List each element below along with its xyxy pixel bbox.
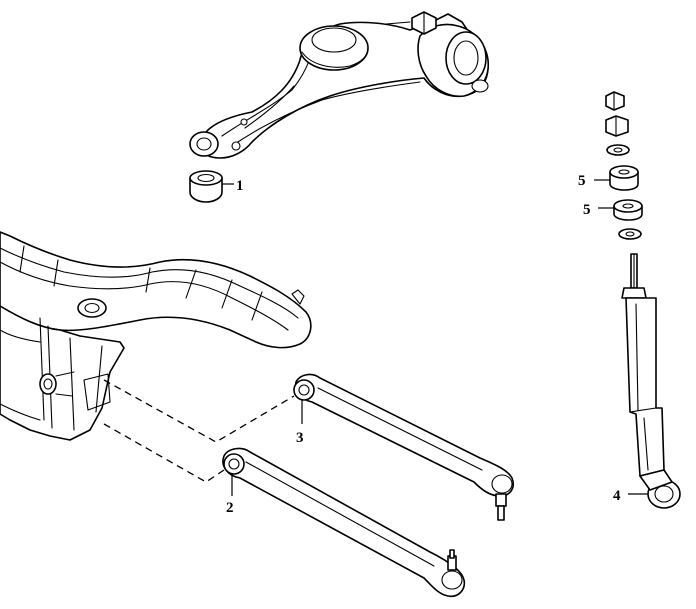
shock-washer-lower — [618, 228, 642, 240]
bushing-1 — [189, 170, 223, 203]
rear-link-2 — [222, 447, 466, 598]
shock-bushing-upper — [609, 165, 639, 191]
rear-subframe — [0, 231, 312, 441]
callout-5-lower: 5 — [583, 202, 591, 218]
shock-mount-hardware — [605, 91, 630, 156]
shock-absorber — [621, 253, 681, 509]
callout-5-upper: 5 — [578, 173, 586, 189]
callout-4: 4 — [613, 488, 621, 504]
lower-control-arm — [189, 11, 489, 159]
callout-1: 1 — [236, 178, 244, 194]
rear-link-3 — [293, 373, 515, 521]
callout-3: 3 — [296, 430, 304, 446]
shock-bushing-lower — [613, 199, 643, 221]
callout-2: 2 — [226, 500, 234, 516]
assembly-guide-lines — [103, 379, 295, 483]
